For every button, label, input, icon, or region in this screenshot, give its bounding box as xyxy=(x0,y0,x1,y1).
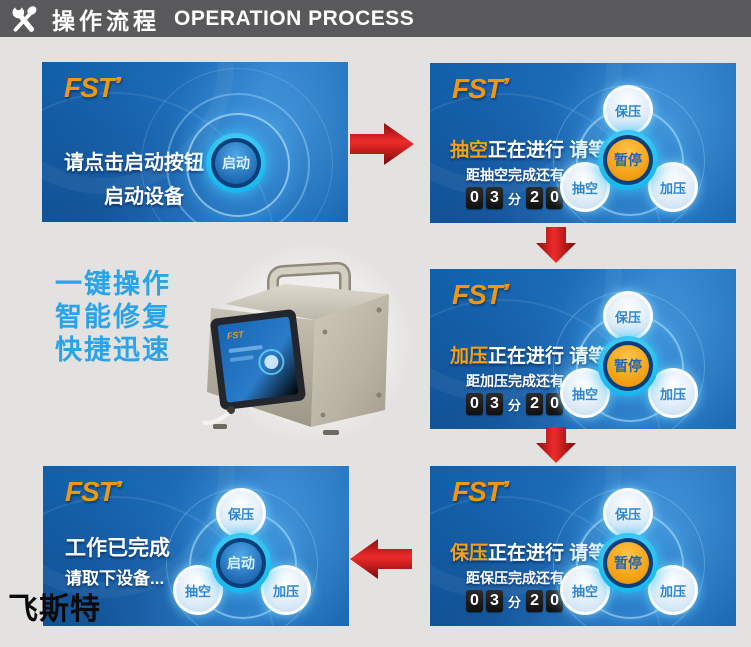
decor-ring xyxy=(166,93,310,222)
digit-box: 0 xyxy=(466,590,483,612)
hold-pressure-button[interactable]: 保压 xyxy=(603,291,653,341)
countdown-label: 距抽空完成还有 xyxy=(466,167,564,183)
pause-button-label: 暂停 xyxy=(607,139,649,181)
digit-box: 2 xyxy=(526,393,544,415)
marketing-copy: 一键操作 智能修复 快捷迅速 xyxy=(55,268,171,367)
screen-start-prompt: FST’’ 请点击启动按钮 启动设备 启动 xyxy=(42,62,348,222)
pause-button-inner: 暂停 xyxy=(603,538,653,588)
button-cluster: 保压 抽空 加压 暂停 xyxy=(538,276,718,429)
pressurize-button[interactable]: 加压 xyxy=(261,565,311,615)
digit-box: 0 xyxy=(546,393,564,415)
hold-pressure-button[interactable]: 保压 xyxy=(603,85,653,135)
fst-logo: FST’’ xyxy=(452,476,510,508)
fst-logo-text: FST xyxy=(64,72,115,103)
button-cluster: 保压 抽空 加压 暂停 xyxy=(538,473,718,626)
screen-vacuum-running: FST’’ 抽空正在进行 请等待... 距抽空完成还有 0 3 分 2 0 秒 … xyxy=(430,63,736,223)
minute-unit: 分 xyxy=(508,594,522,610)
minute-unit: 分 xyxy=(508,191,522,207)
pause-button[interactable]: 暂停 xyxy=(598,533,658,593)
minute-unit: 分 xyxy=(508,397,522,413)
fst-logo-text: FST xyxy=(452,476,503,507)
digit-box: 2 xyxy=(526,590,544,612)
header: 操作流程 OPERATION PROCESS xyxy=(0,0,751,37)
fst-logo: FST’’ xyxy=(452,73,510,105)
fst-logo-text: FST xyxy=(65,476,116,507)
pressurize-button[interactable]: 加压 xyxy=(648,565,698,615)
device-photo: FST xyxy=(203,242,413,444)
start-button-inner: 启动 xyxy=(216,538,266,588)
finished-line-2: 请取下设备... xyxy=(65,569,165,588)
start-button[interactable]: 启动 xyxy=(206,133,266,193)
fst-logo: FST’’ xyxy=(65,476,123,508)
digit-box: 3 xyxy=(486,393,503,415)
pause-button-label: 暂停 xyxy=(607,542,649,584)
marketing-line: 快捷迅速 xyxy=(55,335,171,365)
countdown-label: 距保压完成还有 xyxy=(466,570,564,586)
fst-logo-ticks: ’’ xyxy=(113,74,122,96)
digit-box: 0 xyxy=(466,393,483,415)
fst-logo: FST’’ xyxy=(64,72,122,104)
vacuum-button[interactable]: 抽空 xyxy=(173,565,223,615)
fst-logo: FST’’ xyxy=(452,279,510,311)
digit-box: 3 xyxy=(486,187,503,209)
brand-watermark: 飞斯特 xyxy=(8,593,101,626)
arrow-right-icon xyxy=(350,123,414,165)
pressurize-button[interactable]: 加压 xyxy=(648,368,698,418)
vacuum-button[interactable]: 抽空 xyxy=(560,565,610,615)
countdown-timer: 0 3 分 2 0 秒 xyxy=(466,187,586,209)
finished-line-1: 工作已完成 xyxy=(65,537,170,560)
button-cluster: 保压 抽空 加压 暂停 xyxy=(538,70,718,223)
marketing-line: 一键操作 xyxy=(55,269,171,299)
digit-box: 0 xyxy=(546,187,564,209)
arrow-left-icon xyxy=(350,539,412,579)
start-button-label: 启动 xyxy=(215,142,257,184)
digit-box: 3 xyxy=(486,590,503,612)
screen-hold-running: FST’’ 保压正在进行 请等待... 距保压完成还有 0 3 分 2 0 秒 … xyxy=(430,466,736,626)
digit-box: 2 xyxy=(526,187,544,209)
pause-button-inner: 暂停 xyxy=(603,341,653,391)
status-keyword: 抽空 xyxy=(450,140,489,161)
status-keyword: 加压 xyxy=(450,346,489,367)
screen-finished: FST’’ 工作已完成 请取下设备... 保压 抽空 加压 启动 xyxy=(43,466,349,626)
pause-button-label: 暂停 xyxy=(607,345,649,387)
start-button-inner: 启动 xyxy=(211,138,261,188)
arrow-down-icon xyxy=(536,227,576,263)
fst-logo-ticks: ’’ xyxy=(501,75,510,97)
page-title-zh: 操作流程 xyxy=(52,7,160,34)
fst-logo-ticks: ’’ xyxy=(114,478,123,500)
hold-pressure-button[interactable]: 保压 xyxy=(603,488,653,538)
countdown-label: 距加压完成还有 xyxy=(466,373,564,389)
arrow-down-icon xyxy=(536,427,576,463)
decor-ring xyxy=(186,113,290,217)
tools-icon xyxy=(12,3,37,32)
screen-pressurize-running: FST’’ 加压正在进行 请等待... 距加压完成还有 0 3 分 2 0 秒 … xyxy=(430,269,736,429)
fst-logo-ticks: ’’ xyxy=(501,478,510,500)
button-cluster: 保压 抽空 加压 启动 xyxy=(151,473,331,626)
status-keyword: 保压 xyxy=(450,543,489,564)
pressurize-button[interactable]: 加压 xyxy=(648,162,698,212)
device-screen-logo-text: FST xyxy=(226,329,246,341)
hold-pressure-button[interactable]: 保压 xyxy=(216,488,266,538)
page-title-en: OPERATION PROCESS xyxy=(174,6,415,30)
fst-logo-text: FST xyxy=(452,73,503,104)
pause-button-inner: 暂停 xyxy=(603,135,653,185)
pause-button[interactable]: 暂停 xyxy=(598,130,658,190)
fst-logo-text: FST xyxy=(452,279,503,310)
fst-logo-ticks: ’’ xyxy=(501,281,510,303)
start-button[interactable]: 启动 xyxy=(211,533,271,593)
start-button-label: 启动 xyxy=(220,542,262,584)
digit-box: 0 xyxy=(466,187,483,209)
marketing-line: 智能修复 xyxy=(55,302,171,332)
digit-box: 0 xyxy=(546,590,564,612)
pause-button[interactable]: 暂停 xyxy=(598,336,658,396)
